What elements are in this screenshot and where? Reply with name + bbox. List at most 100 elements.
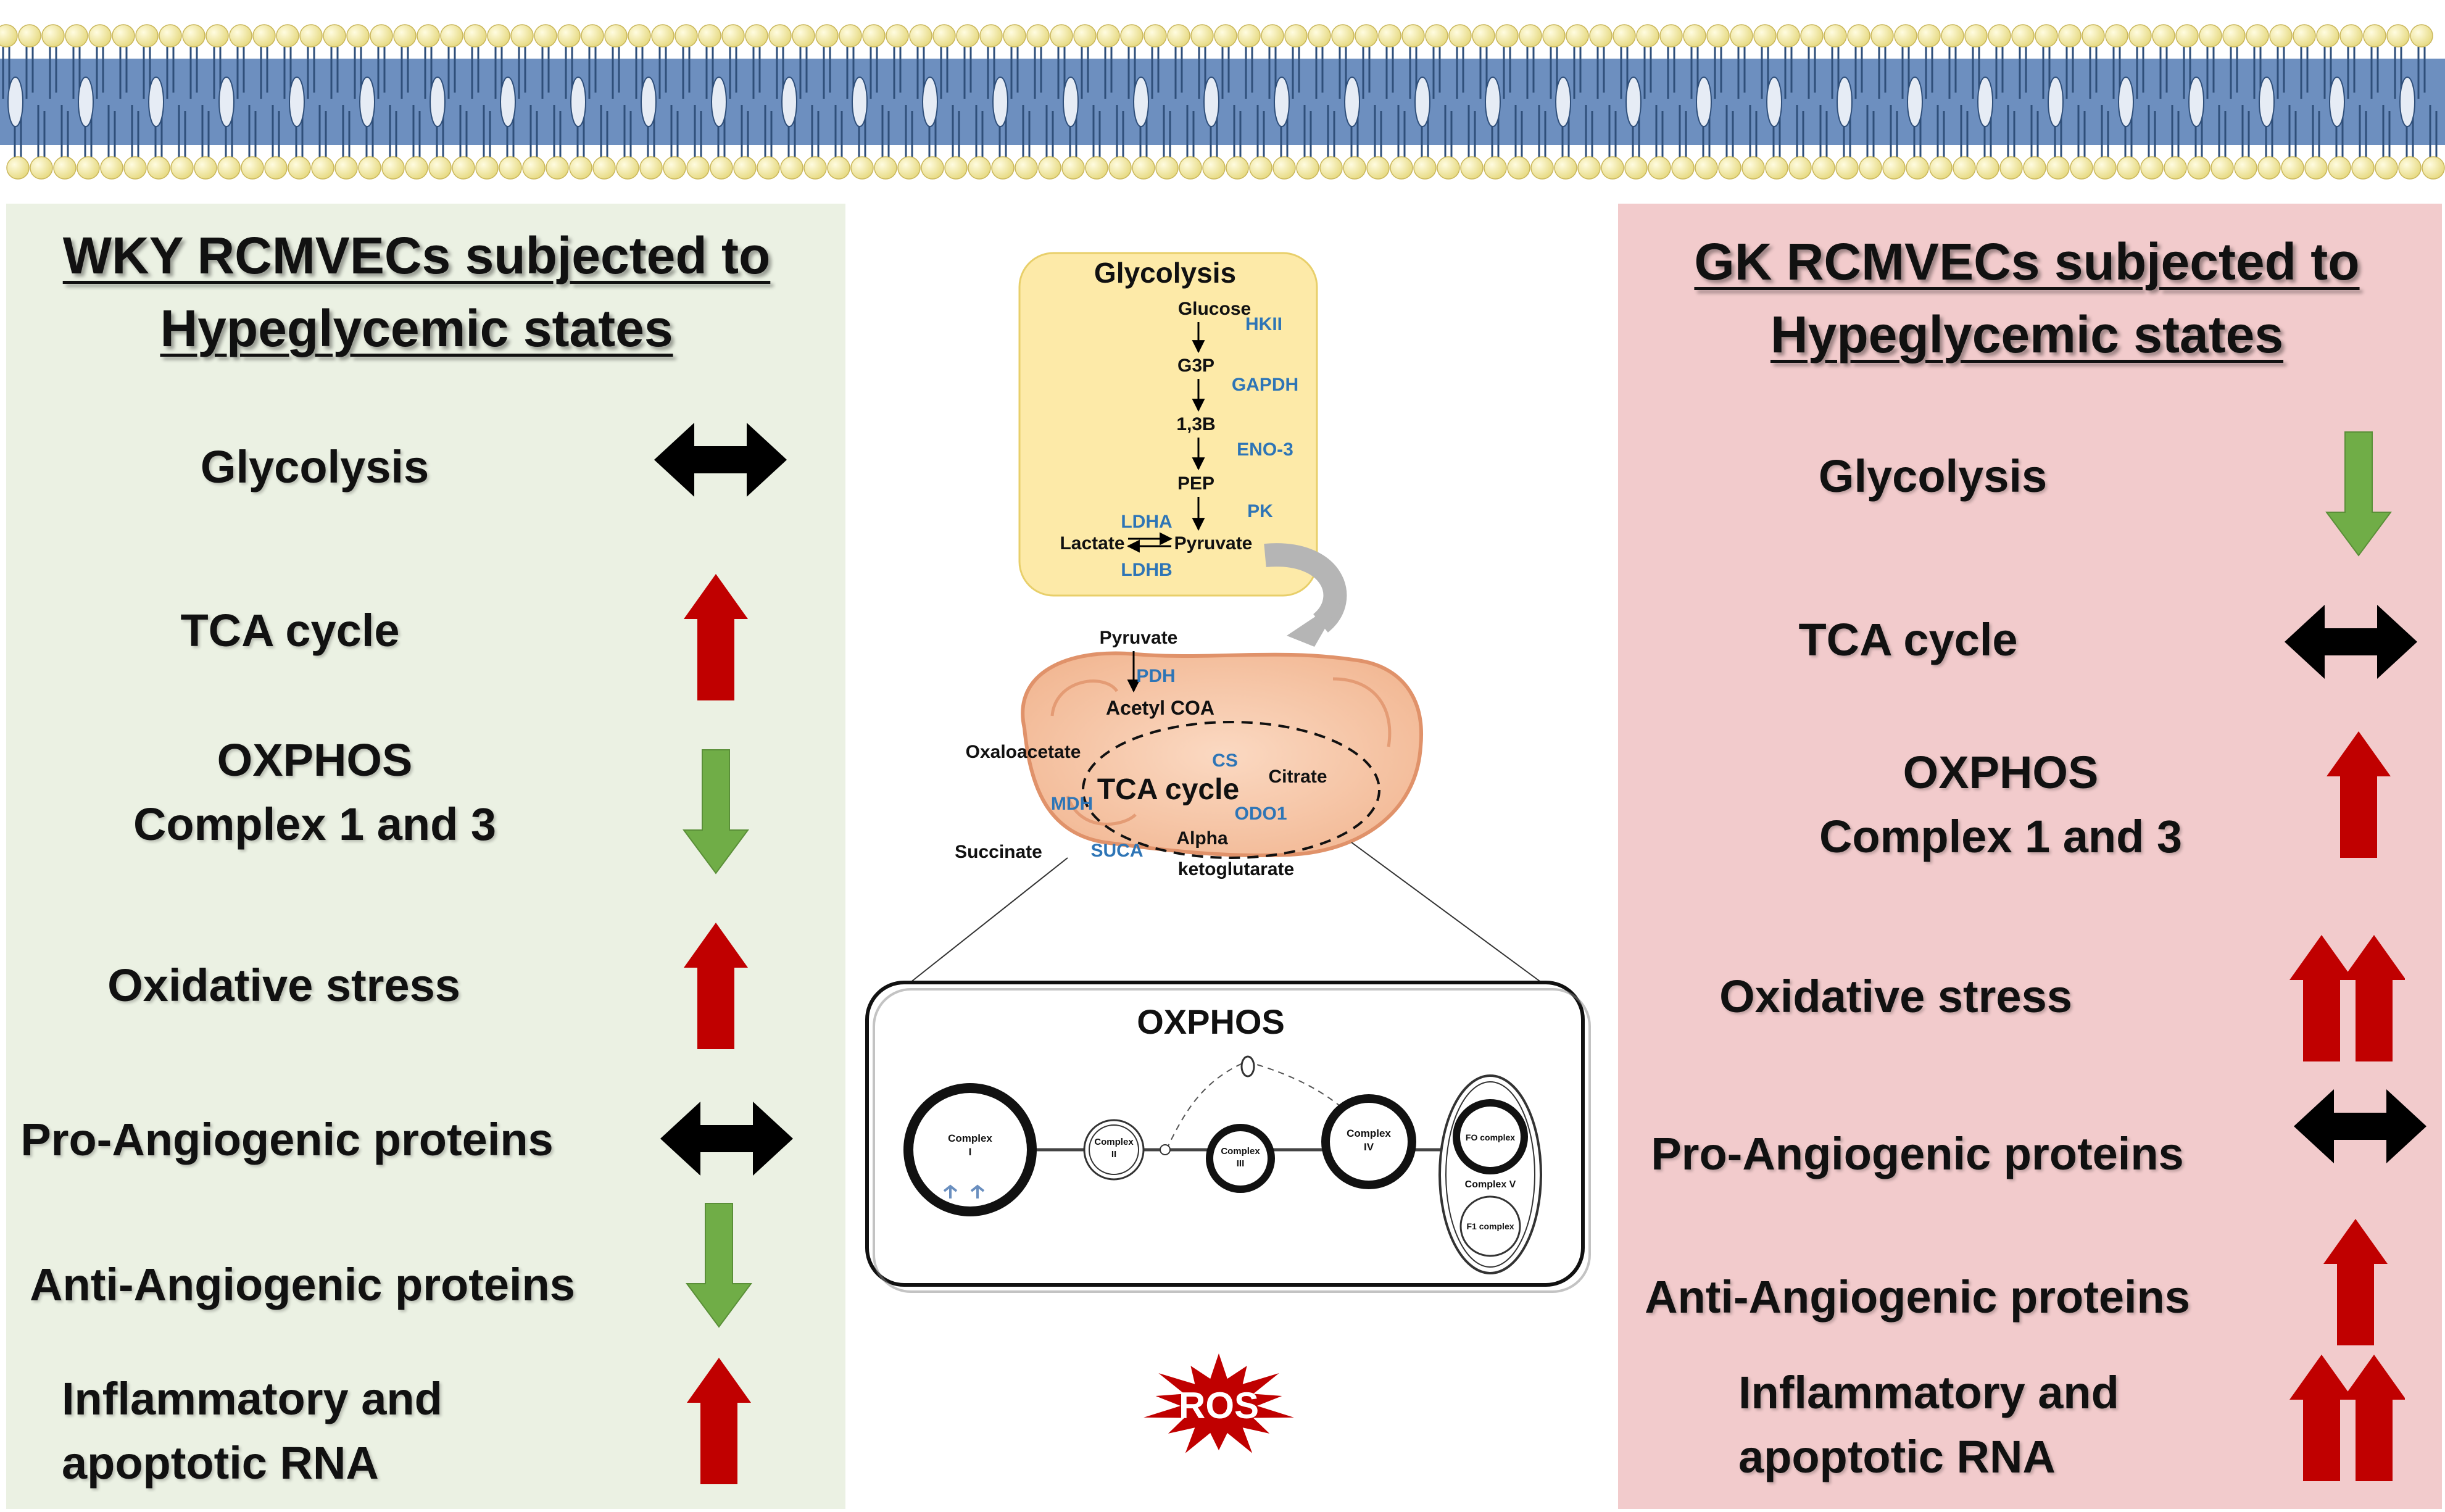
pathway-diagram: Glycolysis Glucose G3P 1,3B PEP Pyruvate… bbox=[845, 204, 1618, 1509]
down-arrow-icon bbox=[686, 1203, 752, 1328]
gk-indicator-pro-angiogenic bbox=[2294, 1089, 2426, 1163]
wky-indicator-anti-angiogenic bbox=[686, 1203, 752, 1328]
metabolite-13b: 1,3B bbox=[1176, 414, 1215, 434]
gk-panel: GK RCMVECs subjected to Hypeglycemic sta… bbox=[1618, 204, 2442, 1509]
transfer-arrow-head bbox=[1287, 599, 1342, 647]
mitochondrion-cristae bbox=[1050, 677, 1392, 826]
lipid-heads bbox=[0, 24, 2445, 180]
enzyme-mdh: MDH bbox=[1051, 794, 1093, 814]
gk-panel-title: GK RCMVECs subjected to Hypeglycemic sta… bbox=[1694, 233, 2360, 363]
tca-citrate: Citrate bbox=[1268, 766, 1327, 787]
wky-indicator-tca bbox=[684, 574, 748, 700]
glycolysis-title: Glycolysis bbox=[1094, 257, 1236, 289]
double-headed-arrow-icon bbox=[660, 1102, 793, 1176]
tca-acetyl-coa: Acetyl COA bbox=[1106, 697, 1214, 719]
enzyme-eno3: ENO-3 bbox=[1237, 439, 1293, 460]
complex-v-label: Complex V bbox=[1465, 1179, 1516, 1190]
up-arrow-icon bbox=[2327, 731, 2391, 858]
enzyme-ldhb: LDHB bbox=[1121, 560, 1172, 580]
up-arrow-icon bbox=[2342, 935, 2405, 1061]
up-arrow-icon bbox=[687, 1358, 751, 1484]
oxphos-title: OXPHOS bbox=[1137, 1002, 1285, 1041]
tca-alpha: Alpha bbox=[1176, 828, 1228, 849]
glycolysis-box bbox=[1018, 252, 1318, 597]
double-headed-arrow-icon bbox=[654, 423, 787, 497]
up-arrow-icon bbox=[2289, 1355, 2354, 1481]
gk-label-anti-angiogenic: Anti-Angiogenic proteins bbox=[1645, 1271, 2190, 1323]
complex-iv bbox=[1321, 1094, 1416, 1189]
complex-i bbox=[903, 1083, 1037, 1216]
wky-indicator-inflammatory bbox=[687, 1358, 751, 1484]
cell-membrane bbox=[0, 24, 2445, 180]
wky-panel-title: WKY RCMVECs subjected to Hypeglycemic st… bbox=[62, 226, 771, 357]
ubiquinone bbox=[1240, 1055, 1255, 1078]
up-arrow-icon bbox=[2342, 1355, 2405, 1481]
enzyme-ldha: LDHA bbox=[1121, 512, 1172, 532]
zoom-line-right bbox=[1351, 842, 1542, 983]
wky-label-pro-angiogenic: Pro-Angiogenic proteins bbox=[20, 1114, 554, 1165]
gk-label-glycolysis: Glycolysis bbox=[1818, 451, 2048, 502]
wky-indicator-glycolysis bbox=[654, 423, 787, 497]
up-arrow-icon bbox=[2323, 1219, 2388, 1345]
metabolite-glucose: Glucose bbox=[1178, 299, 1251, 319]
up-arrow-icon bbox=[684, 574, 748, 700]
wky-label-anti-angiogenic: Anti-Angiogenic proteins bbox=[30, 1259, 575, 1310]
wky-label-oxidative-stress: Oxidative stress bbox=[107, 960, 460, 1011]
enzyme-odo1: ODO1 bbox=[1234, 804, 1287, 824]
gk-label-inflammatory: Inflammatory and apoptotic RNA bbox=[1738, 1367, 2119, 1482]
metabolite-pep: PEP bbox=[1177, 473, 1214, 494]
tca-oxaloacetate: Oxaloacetate bbox=[966, 742, 1081, 762]
ros-label: ROS bbox=[1179, 1385, 1259, 1426]
down-arrow-icon bbox=[2325, 431, 2392, 557]
double-headed-arrow-icon bbox=[2294, 1089, 2426, 1163]
f1-complex bbox=[1459, 1195, 1521, 1257]
zoom-line-left bbox=[910, 857, 1068, 983]
complex-ii bbox=[1083, 1119, 1145, 1181]
down-arrow-icon bbox=[683, 749, 749, 874]
fo-complex bbox=[1453, 1099, 1528, 1174]
complex-iii bbox=[1206, 1124, 1275, 1193]
gk-indicator-anti-angiogenic bbox=[2323, 1219, 2388, 1345]
enzyme-gapdh: GAPDH bbox=[1232, 375, 1298, 395]
enzyme-hkii: HKII bbox=[1245, 314, 1282, 334]
enzyme-pdh: PDH bbox=[1136, 666, 1175, 686]
up-arrow-icon bbox=[684, 923, 748, 1049]
cytochrome-c bbox=[1160, 1144, 1171, 1155]
enzyme-suca: SUCA bbox=[1090, 841, 1143, 861]
gk-indicator-oxidative-stress bbox=[2289, 935, 2405, 1061]
tca-title: TCA cycle bbox=[1097, 773, 1239, 806]
up-arrow-icon bbox=[2289, 935, 2354, 1061]
gk-indicator-oxphos bbox=[2327, 731, 2391, 858]
ubiquinone-path bbox=[1166, 1061, 1364, 1150]
wky-label-oxphos: OXPHOS Complex 1 and 3 bbox=[133, 734, 497, 850]
tca-pyruvate: Pyruvate bbox=[1100, 628, 1178, 648]
enzyme-cs: CS bbox=[1212, 750, 1238, 771]
tca-cycle-loop bbox=[1082, 721, 1380, 859]
metabolite-lactate: Lactate bbox=[1060, 533, 1124, 554]
wky-panel: WKY RCMVECs subjected to Hypeglycemic st… bbox=[6, 204, 845, 1509]
gk-label-oxidative-stress: Oxidative stress bbox=[1719, 971, 2072, 1022]
wky-label-glycolysis: Glycolysis bbox=[200, 441, 430, 492]
metabolite-pyruvate: Pyruvate bbox=[1174, 533, 1253, 554]
gk-label-tca: TCA cycle bbox=[1798, 614, 2018, 665]
wky-indicator-pro-angiogenic bbox=[660, 1102, 793, 1176]
wky-indicator-oxidative-stress bbox=[684, 923, 748, 1049]
metabolite-g3p: G3P bbox=[1177, 355, 1214, 376]
tca-succinate: Succinate bbox=[955, 842, 1042, 862]
wky-indicator-oxphos bbox=[683, 749, 749, 874]
mitochondrion bbox=[1021, 651, 1423, 857]
gk-label-pro-angiogenic: Pro-Angiogenic proteins bbox=[1651, 1128, 2184, 1179]
gk-indicator-inflammatory bbox=[2289, 1355, 2405, 1481]
gk-label-oxphos: OXPHOS Complex 1 and 3 bbox=[1819, 747, 2183, 862]
tca-ketoglutarate: ketoglutarate bbox=[1178, 859, 1294, 879]
gk-indicator-tca bbox=[2285, 605, 2417, 679]
complex-i-subunits bbox=[943, 1184, 985, 1198]
fo-complex-label: FO complex bbox=[1466, 1132, 1515, 1142]
wky-label-inflammatory: Inflammatory and apoptotic RNA bbox=[62, 1373, 442, 1489]
gk-indicator-glycolysis bbox=[2325, 431, 2392, 557]
f1-complex-label: F1 complex bbox=[1466, 1221, 1514, 1231]
double-headed-arrow-icon bbox=[2285, 605, 2417, 679]
